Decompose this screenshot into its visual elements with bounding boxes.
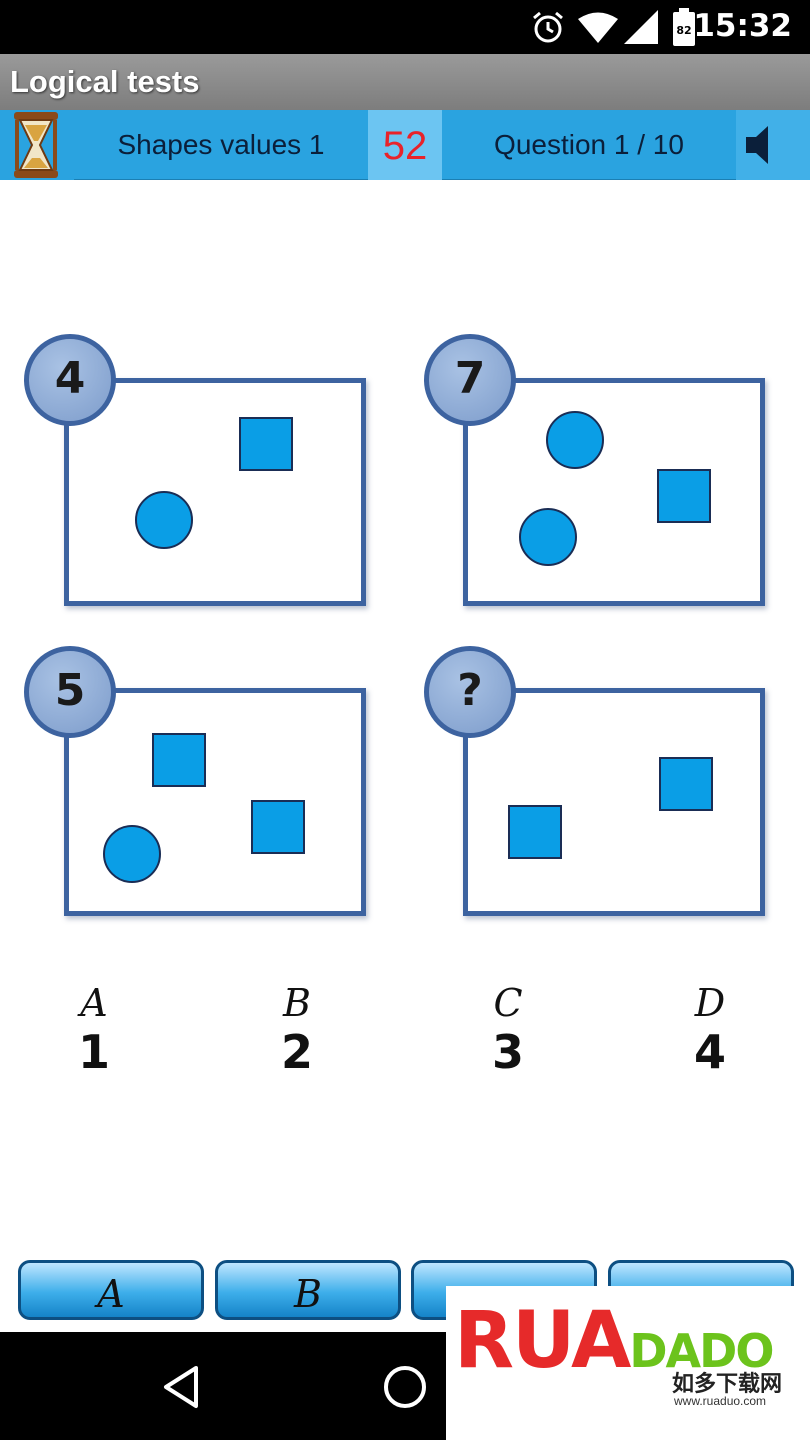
- choice-letter: B: [283, 981, 311, 1025]
- speaker-icon: [746, 126, 768, 164]
- sound-toggle-button[interactable]: [736, 110, 810, 180]
- answer-button-b[interactable]: B: [215, 1260, 401, 1320]
- choice-a: A 1: [54, 980, 134, 1078]
- watermark-logo: RUADADO 如多下载网 www.ruaduo.com: [446, 1286, 810, 1440]
- battery-level: 82: [676, 24, 691, 37]
- square-shape: [239, 417, 293, 471]
- signal-icon: [624, 10, 658, 44]
- clock-time: 15:32: [693, 8, 792, 44]
- square-shape: [508, 805, 562, 859]
- back-icon[interactable]: [158, 1364, 204, 1410]
- watermark-cn-text: 如多下载网: [672, 1371, 783, 1396]
- circle-shape: [519, 508, 577, 566]
- alarm-icon: [533, 11, 563, 43]
- square-shape: [251, 800, 305, 854]
- watermark-url: www.ruaduo.com: [674, 1394, 767, 1408]
- panel-value-badge-3: 5: [24, 646, 116, 738]
- square-shape: [152, 733, 206, 787]
- square-shape: [657, 469, 711, 523]
- answer-button-a[interactable]: A: [18, 1260, 204, 1320]
- choice-value: 1: [77, 1025, 110, 1079]
- choice-c: C 3: [468, 980, 548, 1078]
- choice-letter: C: [493, 981, 523, 1025]
- circle-shape: [135, 491, 193, 549]
- status-bar: 82 15:32: [0, 0, 810, 54]
- info-bar: Shapes values 1 52 Question 1 / 10: [0, 110, 810, 180]
- choice-letter: A: [80, 981, 108, 1025]
- choice-letter: D: [694, 981, 726, 1025]
- choice-value: 3: [491, 1025, 524, 1079]
- hourglass-icon: [0, 110, 74, 180]
- lesson-title: Shapes values 1: [117, 129, 325, 160]
- app-title: Logical tests: [10, 64, 200, 99]
- choice-d: D 4: [670, 980, 750, 1078]
- circle-shape: [103, 825, 161, 883]
- choice-value: 2: [280, 1025, 313, 1079]
- puzzle-panel-1: [64, 378, 366, 606]
- puzzle-panel-4: [463, 688, 765, 916]
- puzzle-panel-2: [463, 378, 765, 606]
- question-counter: Question 1 / 10: [494, 129, 684, 160]
- choice-b: B 2: [257, 980, 337, 1078]
- app-title-bar: Logical tests: [0, 54, 810, 110]
- panel-value-badge-4: ?: [424, 646, 516, 738]
- circle-shape: [546, 411, 604, 469]
- countdown-timer: 52: [368, 110, 442, 180]
- choice-value: 4: [693, 1025, 726, 1079]
- panel-value-badge-1: 4: [24, 334, 116, 426]
- battery-icon: 82: [673, 8, 695, 46]
- puzzle-panel-3: [64, 688, 366, 916]
- wifi-icon: [578, 12, 618, 43]
- panel-value-badge-2: 7: [424, 334, 516, 426]
- home-icon[interactable]: [382, 1364, 428, 1410]
- watermark-brand: RUADADO: [454, 1296, 774, 1386]
- square-shape: [659, 757, 713, 811]
